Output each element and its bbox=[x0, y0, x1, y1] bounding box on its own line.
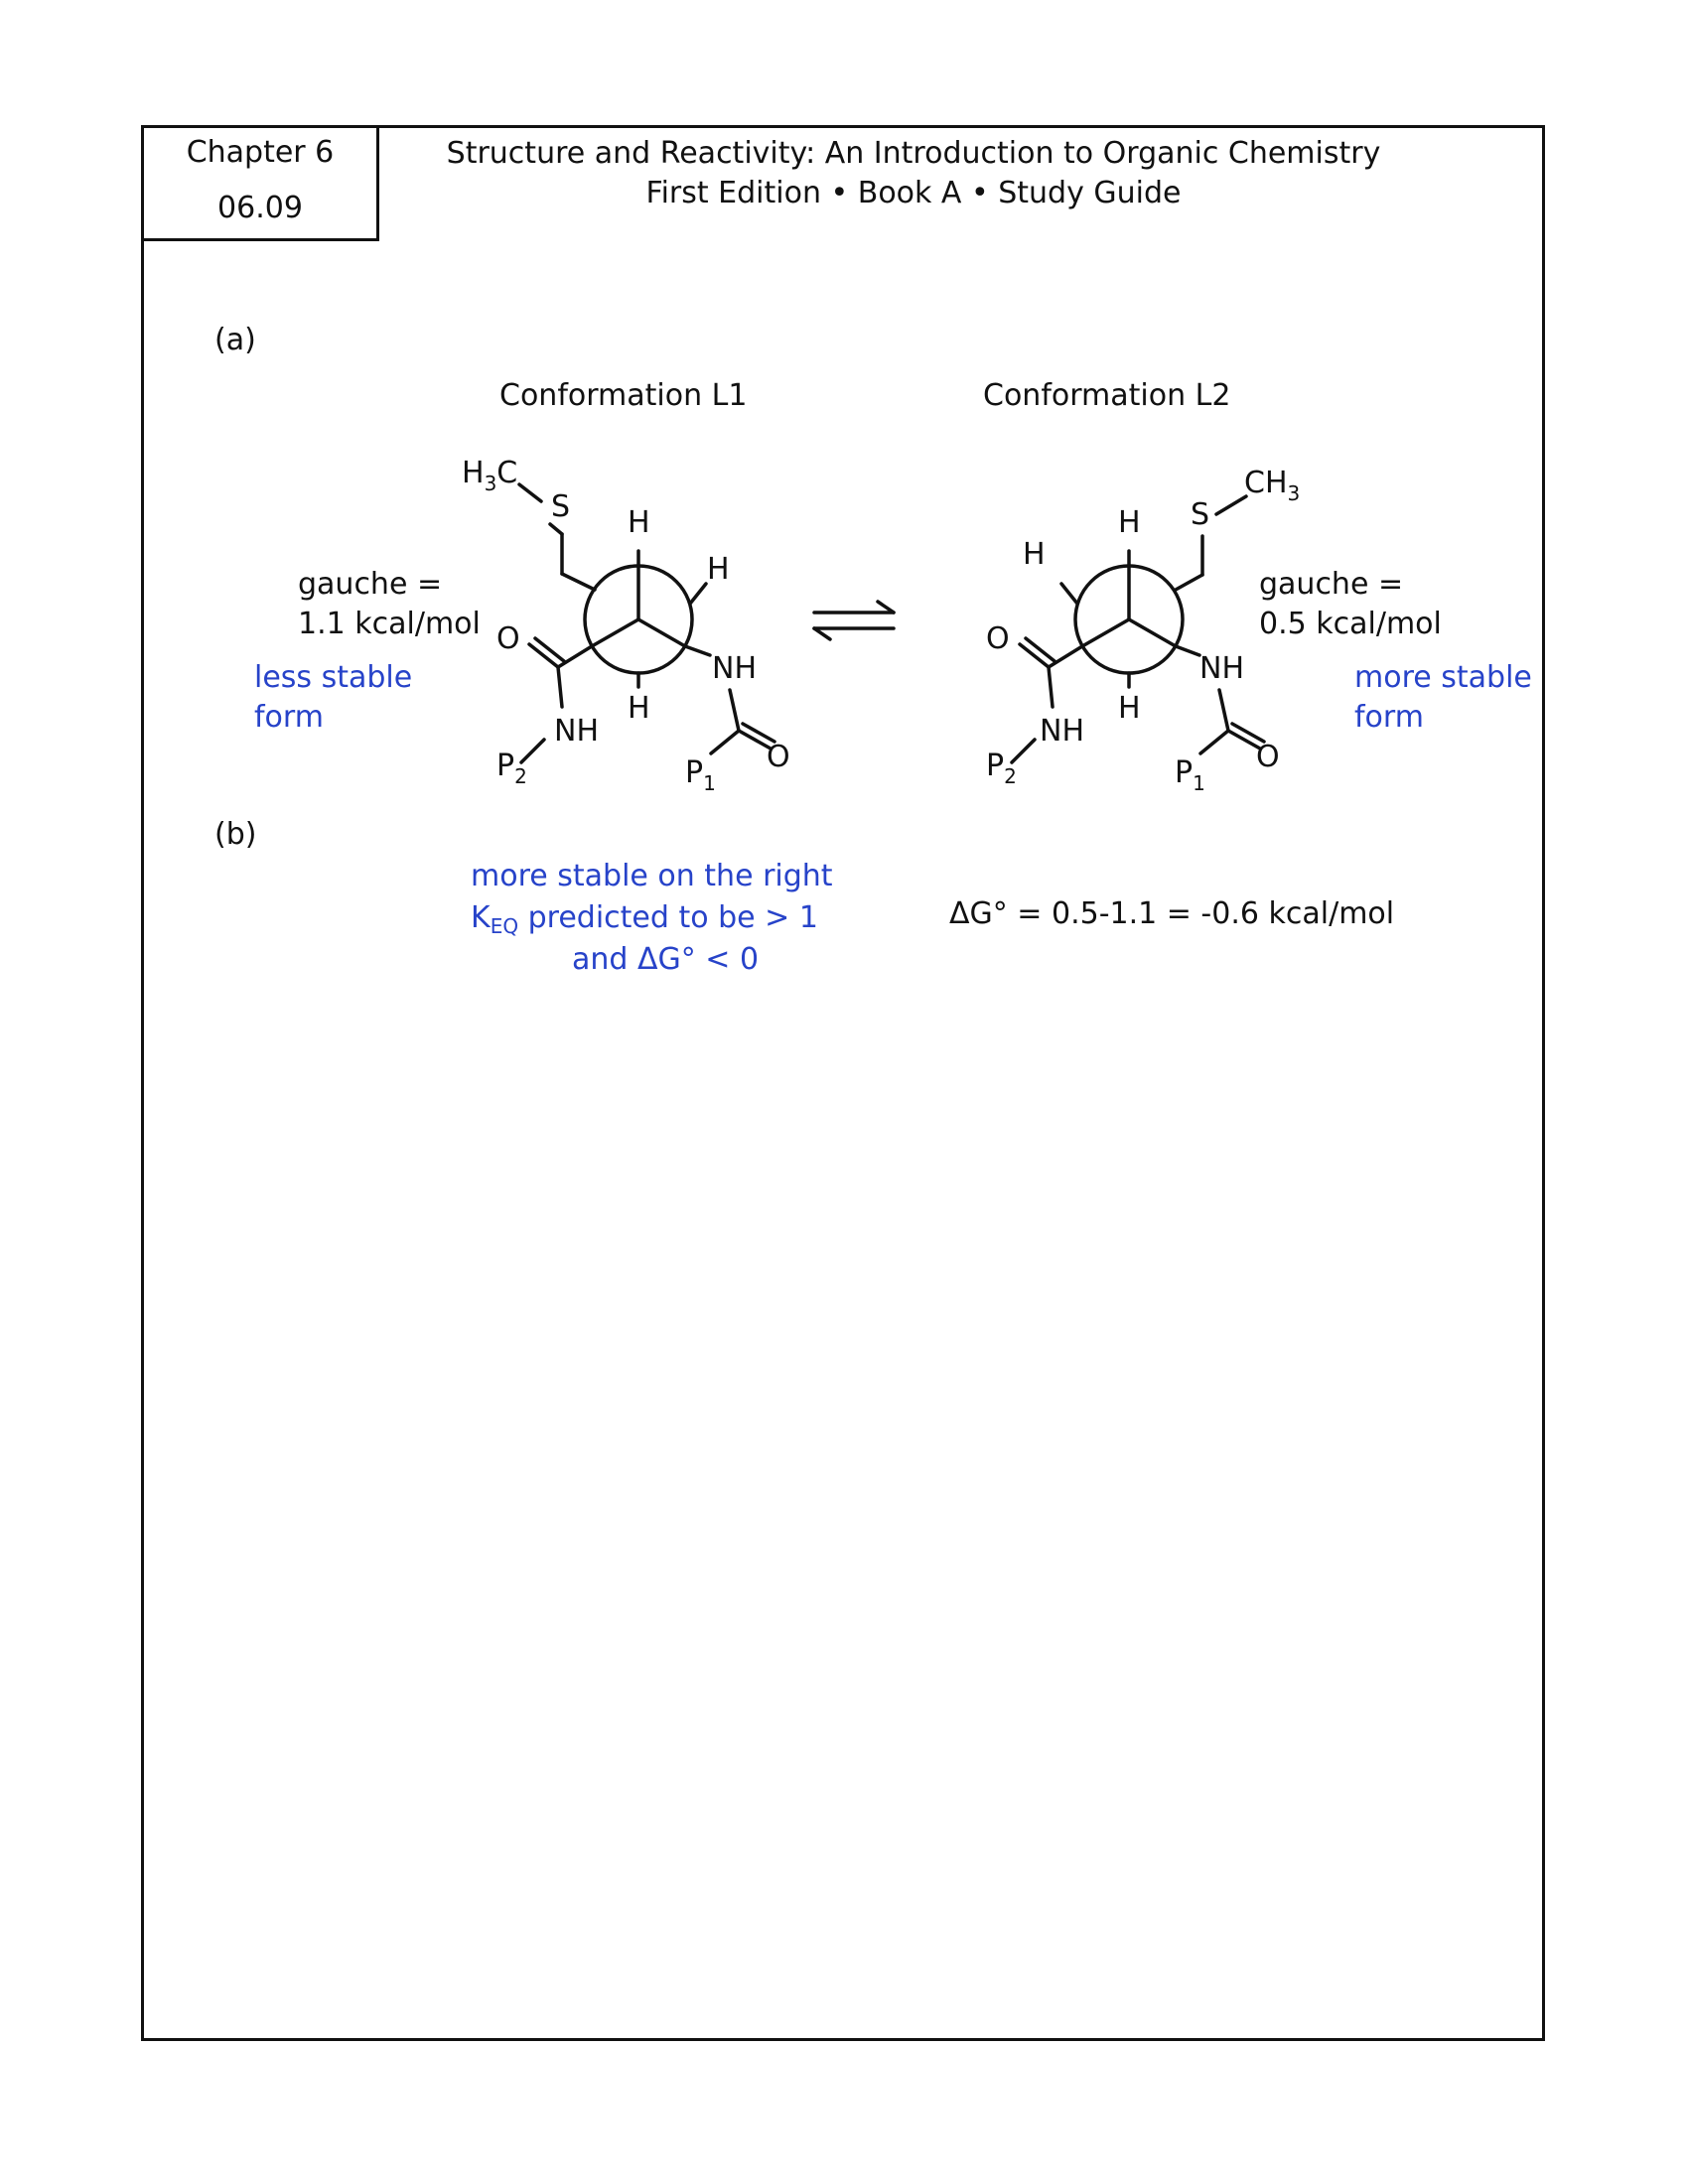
section-number: 06.09 bbox=[217, 191, 303, 225]
l1-h-right: H bbox=[707, 552, 730, 587]
l1-nh-right: NH bbox=[712, 651, 757, 686]
l1-gauche-label: gauche = bbox=[298, 567, 443, 602]
l2-stability-note: more stable bbox=[1354, 660, 1532, 695]
l2-s-atom: S bbox=[1191, 497, 1209, 532]
l1-gauche-value: 1.1 kcal/mol bbox=[298, 607, 481, 641]
l1-s-atom: S bbox=[551, 489, 570, 524]
l1-p2-label: P2 bbox=[496, 749, 527, 788]
l1-stability-note-2: form bbox=[254, 700, 324, 735]
part-b-keq-line: KEQ predicted to be > 1 bbox=[471, 900, 818, 937]
part-b-note-line3: and ΔG° < 0 bbox=[572, 942, 760, 977]
l1-stability-note: less stable bbox=[254, 660, 413, 695]
l1-h3c-label: H3C bbox=[462, 456, 517, 495]
book-title: Structure and Reactivity: An Introductio… bbox=[446, 136, 1381, 171]
l1-h-bottom: H bbox=[628, 691, 650, 726]
l2-o-right: O bbox=[1256, 740, 1280, 774]
l2-h-top: H bbox=[1118, 505, 1141, 540]
chapter-label: Chapter 6 bbox=[186, 135, 335, 170]
l2-h-left: H bbox=[1023, 537, 1046, 572]
l1-p1-label: P1 bbox=[685, 755, 716, 795]
l2-p1-label: P1 bbox=[1175, 755, 1205, 795]
part-b-note-line1: more stable on the right bbox=[471, 859, 833, 893]
conformation-l2-title: Conformation L2 bbox=[983, 378, 1231, 413]
l2-stability-note-2: form bbox=[1354, 700, 1424, 735]
chapter-box: Chapter 6 06.09 bbox=[141, 125, 379, 241]
l2-o-left: O bbox=[986, 621, 1010, 656]
l2-ch3-label: CH3 bbox=[1244, 466, 1300, 505]
l2-gauche-value: 0.5 kcal/mol bbox=[1259, 607, 1442, 641]
l2-gauche-label: gauche = bbox=[1259, 567, 1404, 602]
conformation-l1-title: Conformation L1 bbox=[499, 378, 748, 413]
keq-symbol: K bbox=[471, 900, 491, 935]
keq-prediction: predicted to be > 1 bbox=[518, 900, 818, 935]
part-a-label: (a) bbox=[214, 323, 256, 357]
delta-g-calculation: ΔG° = 0.5-1.1 = -0.6 kcal/mol bbox=[949, 896, 1395, 931]
l2-h-bottom: H bbox=[1118, 691, 1141, 726]
book-subtitle: First Edition • Book A • Study Guide bbox=[645, 176, 1182, 210]
keq-subscript: EQ bbox=[490, 914, 519, 938]
l1-nh-bottom: NH bbox=[554, 714, 599, 749]
l2-nh-right: NH bbox=[1199, 651, 1244, 686]
l1-o-right: O bbox=[767, 740, 790, 774]
l1-o-left: O bbox=[496, 621, 520, 656]
page-frame bbox=[141, 125, 1545, 2041]
part-b-label: (b) bbox=[214, 817, 257, 852]
l2-nh-bottom: NH bbox=[1040, 714, 1084, 749]
newman-projections: H3C S H H H O NH NH P2 P1 O CH3 S H H H … bbox=[462, 456, 1300, 795]
l2-p2-label: P2 bbox=[986, 749, 1017, 788]
l1-h-top: H bbox=[628, 505, 650, 540]
